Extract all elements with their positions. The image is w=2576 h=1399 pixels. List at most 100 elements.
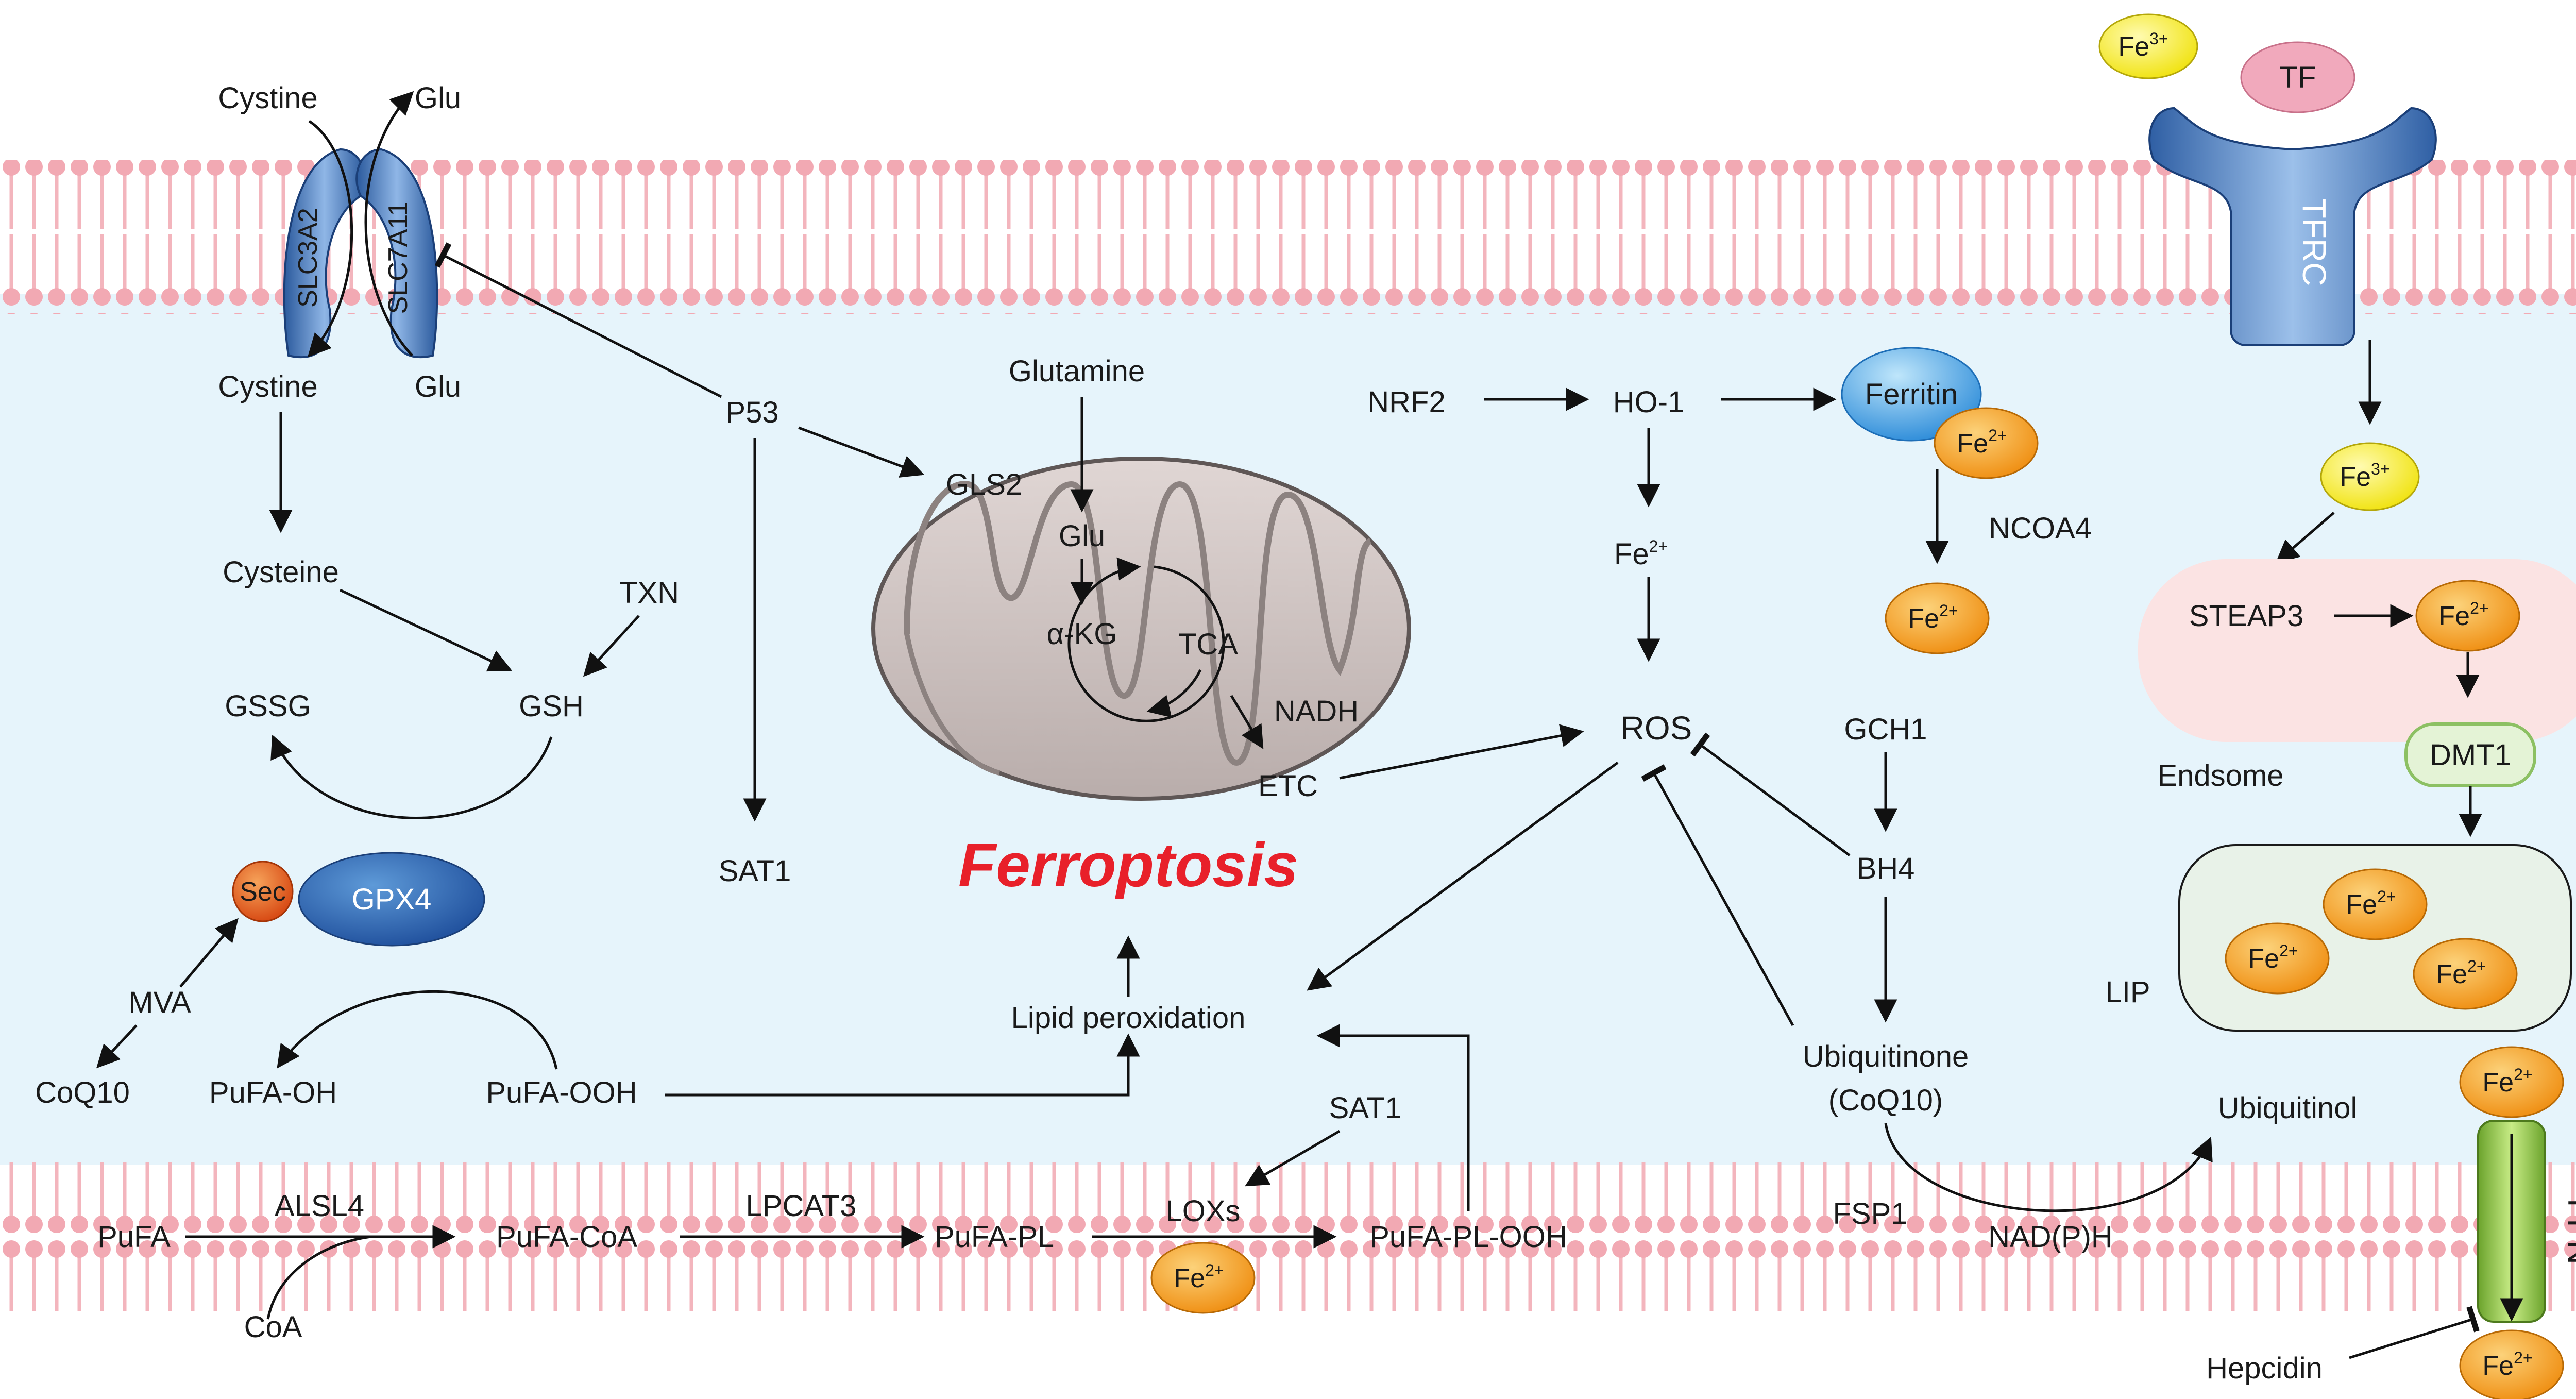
slc3a2-label: SLC3A2 (293, 208, 323, 308)
fe2-lip-1-ion: Fe2+ (2323, 868, 2428, 940)
coa-label: CoA (244, 1310, 302, 1344)
fe3-ion-outside (2098, 13, 2198, 79)
pufa-pl-ooh-to-lipid-perox-arrow (1316, 1024, 1470, 1211)
ros-to-lipid-perox-arrow (1307, 761, 1619, 991)
etc-to-ros-arrow (1339, 724, 1584, 780)
fe2-lip-2-ion: Fe2+ (2225, 922, 2330, 995)
cysteine-label: Cysteine (223, 555, 339, 589)
tf-label: TF (2280, 61, 2316, 94)
fe2-lip-3-ion: Fe2+ (2413, 938, 2518, 1010)
sat1-a-label: SAT1 (719, 854, 791, 888)
fe2-fpn-top-ion: Fe2+ (2459, 1046, 2564, 1118)
tca-cycle-arrow (1067, 557, 1225, 722)
nadph-label: NAD(P)H (1988, 1220, 2113, 1254)
alsl4-label: ALSL4 (275, 1189, 364, 1223)
fe2-ferritin-label: Fe2+ (1957, 426, 2007, 459)
gsh-label: GSH (519, 689, 584, 723)
loxs-label: LOXs (1165, 1194, 1240, 1228)
steap3-label: STEAP3 (2189, 599, 2303, 633)
pufa-pl-label: PuFA-PL (935, 1220, 1054, 1254)
ferroptosis-label: Ferroptosis (958, 831, 1298, 900)
pufa-oh-label: PuFA-OH (209, 1076, 337, 1109)
glu-in-label: Glu (415, 370, 461, 403)
fe2-fpn-top-label: Fe2+ (2482, 1065, 2532, 1098)
gls2-label: GLS2 (946, 468, 1022, 501)
p53-inhibits-slc7a11 (434, 242, 722, 398)
txn-to-gsh-arrow (583, 615, 640, 677)
sec-residue (232, 861, 294, 922)
glu-mito-label: Glu (1059, 519, 1105, 553)
ubiquitinol-label: Ubiquitinol (2218, 1091, 2358, 1125)
mitochondrion (871, 457, 1411, 801)
endsome-label: Endsome (2157, 759, 2283, 793)
fe2-lip-3-label: Fe2+ (2436, 957, 2486, 989)
fe3-inside-label: Fe3+ (2340, 460, 2389, 492)
ubiquitinone-label: Ubiquitinone (1803, 1040, 1969, 1073)
etc-label: ETC (1258, 769, 1318, 803)
glu-out-label: Glu (415, 81, 461, 115)
fe2-endosome-ion: Fe2+ (2415, 580, 2520, 652)
tfrc-receptor: TFRC (2148, 107, 2437, 346)
p53-label: P53 (725, 396, 778, 429)
nadh-to-etc-arrow (1230, 695, 1264, 749)
akg-label: α-KG (1047, 617, 1117, 651)
lpcat3-label: LPCAT3 (746, 1189, 857, 1223)
ferritin-label: Ferritin (1865, 378, 1958, 411)
coq10-label: CoQ10 (35, 1076, 130, 1109)
glutamine-label: Glutamine (1009, 355, 1145, 388)
nadh-label: NADH (1274, 695, 1359, 728)
coa-join-curve (266, 1235, 371, 1320)
gpx4-label: GPX4 (352, 883, 432, 916)
fe2-endosome-label: Fe2+ (2438, 599, 2488, 631)
pufa-ooh-to-lipid-perox-arrow (665, 1033, 1140, 1097)
hepcidin-inhibits-fpn (2349, 1306, 2480, 1359)
fe2-fpn-bottom-ion: Fe2+ (2459, 1329, 2564, 1399)
cysteine-to-gsh-arrow (339, 588, 513, 672)
cystine-import-arrow (307, 120, 353, 358)
dmt1-label: DMT1 (2430, 738, 2511, 772)
hepcidin-label: Hepcidin (2206, 1352, 2323, 1385)
tca-cycle-arrow-2 (1146, 669, 1202, 718)
slc7a11-protein (355, 148, 438, 359)
fe3-to-steap3-arrow (2275, 512, 2335, 563)
slc7a11-label: SLC7A11 (383, 201, 413, 314)
nrf2-label: NRF2 (1367, 385, 1445, 419)
endosome (2138, 559, 2576, 742)
glu-export-arrow (364, 91, 414, 357)
ferritin-protein (1841, 347, 1982, 442)
sec-label: Sec (240, 877, 286, 907)
fe2-fpn-bottom-label: Fe2+ (2482, 1349, 2532, 1381)
fe2-loxs-ion: Fe2+ (1150, 1242, 1256, 1314)
fe2-ncoa4-ion: Fe2+ (1885, 582, 1990, 654)
pufa-pl-ooh-label: PuFA-PL-OOH (1369, 1220, 1567, 1254)
mva-label: MVA (128, 986, 191, 1019)
cystine-in-label: Cystine (218, 370, 317, 403)
sat1-to-loxs-arrow (1245, 1130, 1341, 1187)
fe3-ion-inside (2320, 442, 2420, 511)
fe2-ncoa4-label: Fe2+ (1908, 601, 1958, 634)
bh4-label: BH4 (1857, 852, 1915, 885)
fe2-lip-2-label: Fe2+ (2248, 941, 2298, 974)
fe2-ions-group: Fe2+Fe2+Fe2+Fe2+Fe2+Fe2+Fe2+Fe2+Fe2+ (1150, 407, 2564, 1399)
fsp1-label: FSP1 (1833, 1197, 1907, 1231)
lipid-perox-label: Lipid peroxidation (1011, 1001, 1246, 1035)
transferrin-protein (2240, 41, 2355, 113)
ho1-fe2-label: Fe2+ (1614, 537, 1668, 571)
gssg-label: GSSG (225, 689, 311, 723)
ros-label: ROS (1621, 710, 1692, 747)
pufa-ooh-label: PuFA-OOH (486, 1076, 637, 1109)
gsh-to-gssg-arrow (270, 734, 553, 819)
pufa-ooh-to-pufa-oh-arrow (277, 990, 558, 1070)
fe3-outside-label: Fe3+ (2118, 29, 2168, 62)
ubiquitinone-to-ubiquitinol-arrow (1884, 1123, 2213, 1212)
pufa-label: PuFA (97, 1220, 171, 1254)
mitochondrion-cristae (904, 481, 1372, 766)
fe2-ferritin-ion: Fe2+ (1934, 407, 2039, 479)
tca-label: TCA (1178, 628, 1238, 661)
sat1-b-label: SAT1 (1329, 1091, 1402, 1125)
fe2-loxs-label: Fe2+ (1174, 1261, 1224, 1293)
gch1-label: GCH1 (1844, 713, 1927, 746)
tfrc-label: TFRC (2296, 198, 2333, 286)
